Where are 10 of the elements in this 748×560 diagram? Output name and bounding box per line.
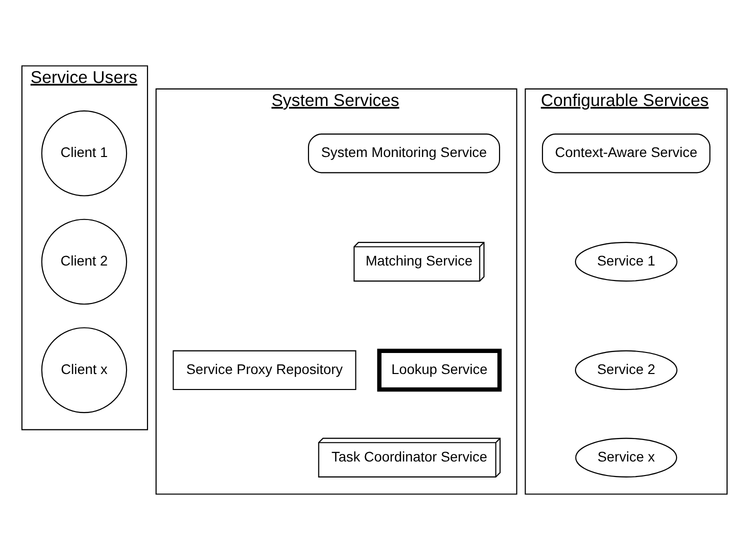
node-ellipse: Service x [574, 438, 677, 478]
node-ellipse: Service 1 [574, 242, 677, 282]
node-ellipse: Service 2 [574, 350, 677, 390]
node-box: System Monitoring Service [307, 134, 500, 174]
node-circle: Client 2 [40, 218, 127, 305]
node-circle: Client 1 [40, 110, 127, 196]
node-circle: Client x [40, 327, 127, 414]
node-box: Service Proxy Repository [172, 350, 356, 390]
node-box: Context-Aware Service [541, 134, 710, 174]
node-box: Lookup Service [376, 348, 502, 392]
